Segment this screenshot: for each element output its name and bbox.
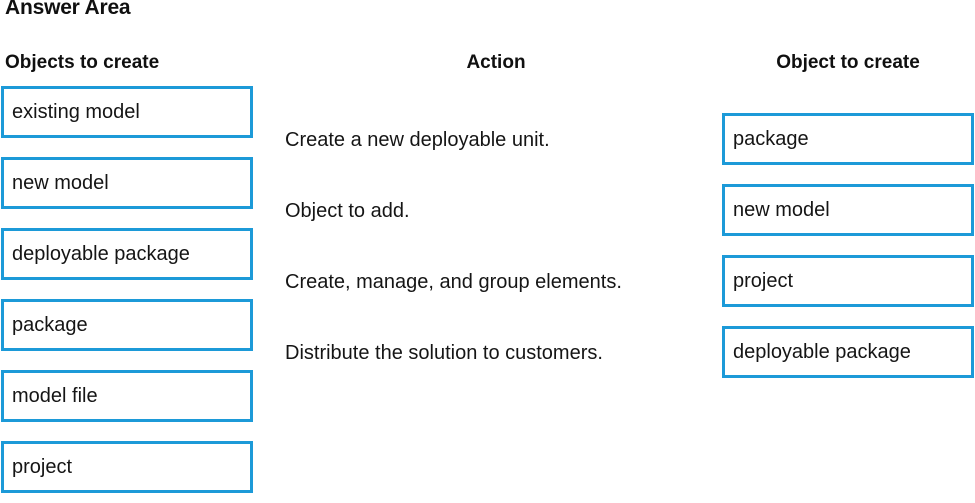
answer-drop-box[interactable]: project: [722, 255, 974, 307]
answer-drop-box[interactable]: package: [722, 113, 974, 165]
source-option-box[interactable]: project: [1, 441, 253, 493]
answer-label: deployable package: [733, 341, 911, 363]
source-option-box[interactable]: new model: [1, 157, 253, 209]
answer-label: new model: [733, 199, 830, 221]
action-text: Create a new deployable unit.: [285, 129, 550, 151]
column-header-object-to-create: Object to create: [776, 52, 920, 73]
answer-drop-box[interactable]: new model: [722, 184, 974, 236]
source-option-label: project: [12, 456, 73, 478]
answer-drop-box[interactable]: deployable package: [722, 326, 974, 378]
answer-label: package: [733, 128, 809, 150]
source-option-label: existing model: [12, 101, 140, 123]
page-title: Answer Area: [5, 0, 131, 19]
source-option-box[interactable]: existing model: [1, 86, 253, 138]
action-text: Distribute the solution to customers.: [285, 342, 603, 364]
source-option-label: deployable package: [12, 243, 190, 265]
source-option-box[interactable]: deployable package: [1, 228, 253, 280]
column-header-action: Action: [466, 52, 526, 73]
source-option-box[interactable]: model file: [1, 370, 253, 422]
action-text: Object to add.: [285, 200, 410, 222]
source-option-label: model file: [12, 385, 98, 407]
answer-label: project: [733, 270, 794, 292]
source-option-box[interactable]: package: [1, 299, 253, 351]
column-header-objects-to-create: Objects to create: [5, 52, 160, 73]
action-text: Create, manage, and group elements.: [285, 271, 622, 293]
source-option-label: package: [12, 314, 88, 336]
source-option-label: new model: [12, 172, 109, 194]
